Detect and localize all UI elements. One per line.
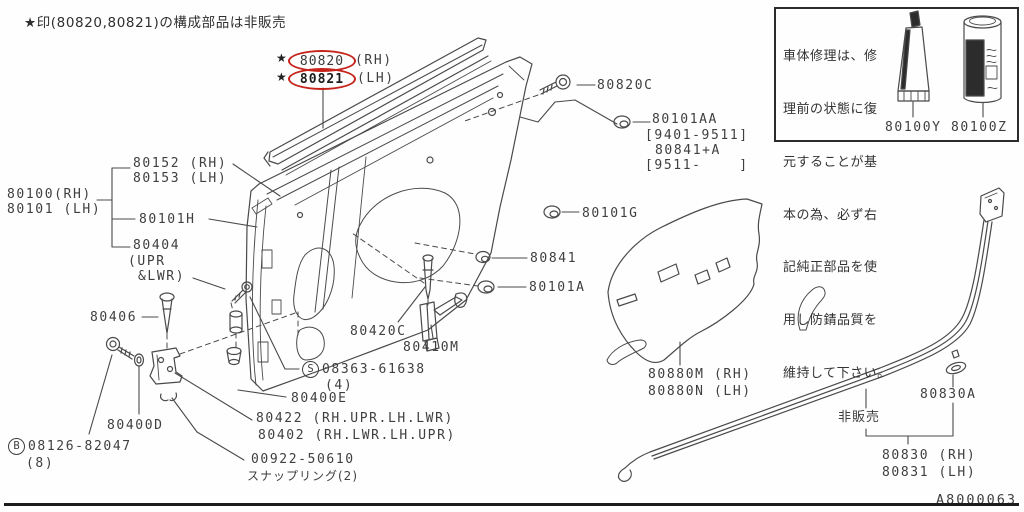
- rust-proof-products-drawing: [897, 10, 1002, 104]
- part-number: 80821: [299, 71, 345, 87]
- part-label-80400e: 80400E: [291, 391, 348, 406]
- leader-lines: [88, 84, 984, 461]
- part-label-80400d: 80400D: [107, 418, 164, 433]
- part-label-range2: [9511- ]: [645, 158, 749, 173]
- side-lh: (LH): [357, 71, 395, 86]
- info-line: 理前の状態に復: [783, 101, 878, 117]
- info-line: 用し防錆品質を: [783, 313, 878, 329]
- weatherstrip-drawing: [606, 187, 1005, 482]
- side-rh: (RH): [355, 53, 393, 68]
- part-label-08126: 08126-82047: [28, 439, 132, 454]
- part-label-80830a: 80830A: [920, 387, 977, 402]
- info-line: 維持して下さい。: [783, 365, 891, 381]
- info-line: 記純正部品を使: [783, 260, 878, 276]
- circled-s-prefix: S: [302, 361, 319, 378]
- part-label-80406: 80406: [90, 310, 138, 325]
- part-label-80404-upr: (UPR: [128, 254, 166, 269]
- part-label-80841a: 80841+A: [655, 143, 721, 158]
- part-label-80101g: 80101G: [582, 206, 639, 221]
- info-line: 本の為、必ず右: [783, 207, 878, 223]
- restriction-note: ★印(80820,80821)の構成部品は非販売: [24, 15, 287, 31]
- part-label-80841: 80841: [530, 251, 578, 266]
- part-label-00922: 00922-50610: [251, 452, 355, 467]
- part-label-80880n: 80880N (LH): [648, 384, 752, 399]
- part-label-80420c: 80420C: [350, 324, 407, 339]
- highlight-oval-80821: 80821: [288, 68, 356, 90]
- part-label-08126-qty: (8): [26, 456, 55, 471]
- door-check-link-drawing: [419, 254, 468, 352]
- sealing-screen-drawing: [607, 198, 763, 364]
- star-icon: ★: [276, 51, 287, 65]
- part-label-80101aa: 80101AA: [652, 112, 718, 127]
- snap-ring-note: スナップリング(2): [247, 469, 358, 483]
- bottom-border-line: [4, 503, 1019, 506]
- part-label-08363: 08363-61638: [322, 362, 426, 377]
- part-label-80410m: 80410M: [403, 340, 460, 355]
- not-sold-label: 非販売: [838, 410, 881, 425]
- hinge-hardware-drawing: [105, 281, 253, 402]
- assembly-dash-lines: [166, 94, 539, 355]
- part-label-80101: 80101 (LH): [7, 202, 102, 217]
- info-text: 車体修理は、修 理前の状態に復 元することが基 本の為、必ず右 記純正部品を使 …: [783, 13, 891, 418]
- info-line: 元することが基: [783, 154, 878, 170]
- part-label-80100z: 80100Z: [951, 120, 1008, 135]
- part-label-80100: 80100(RH): [7, 187, 92, 202]
- part-label-80820c: 80820C: [597, 78, 654, 93]
- part-label-08363-qty: (4): [325, 378, 354, 393]
- door-panel-drawing: [245, 56, 533, 392]
- part-number: 80820: [299, 53, 345, 69]
- circled-b-prefix: B: [8, 438, 25, 455]
- part-label-80101a: 80101A: [529, 280, 586, 295]
- part-label-80101h: 80101H: [139, 212, 196, 227]
- part-label-80880m: 80880M (RH): [648, 367, 752, 382]
- belt-molding-drawing: [263, 37, 492, 176]
- part-label-80153: 80153 (LH): [133, 171, 228, 186]
- part-label-80402: 80402 (RH.LWR.LH.UPR): [258, 428, 456, 443]
- part-label-80404-lwr: &LWR): [138, 269, 186, 284]
- part-label-range1: [9401-9511]: [645, 128, 749, 143]
- part-label-80100y: 80100Y: [885, 120, 942, 135]
- part-label-80831: 80831 (LH): [882, 465, 977, 480]
- part-label-80422: 80422 (RH.UPR.LH.LWR): [256, 411, 454, 426]
- part-label-80404: 80404: [133, 238, 181, 253]
- info-line: 車体修理は、修: [783, 49, 878, 65]
- star-icon: ★: [276, 70, 287, 84]
- part-label-80152: 80152 (RH): [133, 156, 228, 171]
- rust-proof-info-box: 車体修理は、修 理前の状態に復 元することが基 本の為、必ず右 記純正部品を使 …: [774, 7, 1019, 381]
- part-label-80830: 80830 (RH): [882, 448, 977, 463]
